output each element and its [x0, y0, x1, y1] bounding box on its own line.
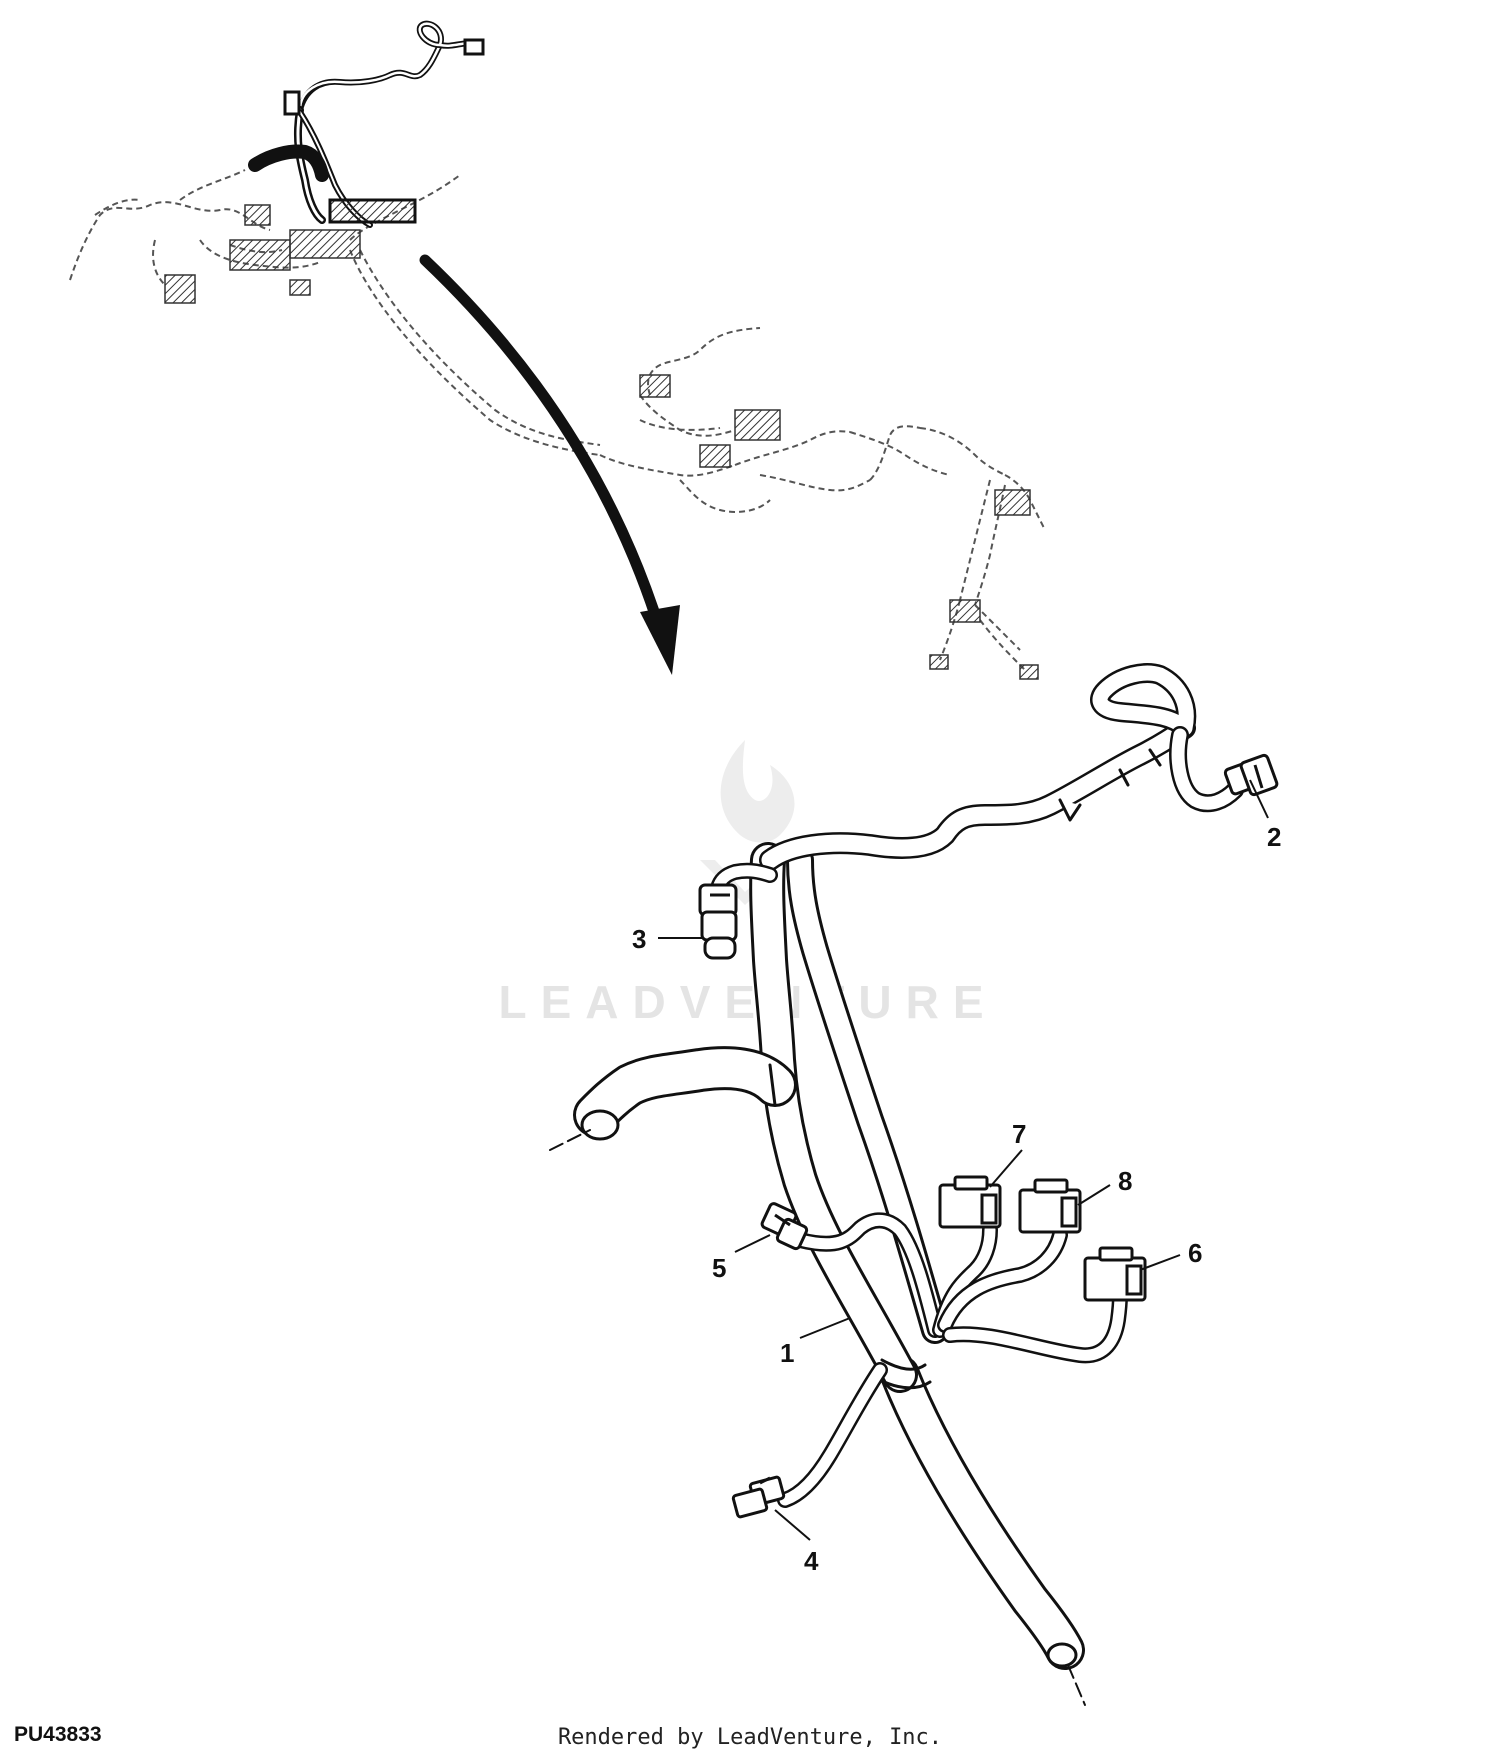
- connector-7: [938, 1175, 1002, 1229]
- callout-7: 7: [1012, 1119, 1026, 1149]
- callout-4: 4: [804, 1546, 819, 1576]
- callout-5: 5: [712, 1253, 726, 1283]
- watermark-flame-icon: [720, 740, 795, 843]
- watermark: LEADVENTURE: [498, 740, 997, 1028]
- callout-6: 6: [1188, 1238, 1202, 1268]
- connector-3: [698, 883, 738, 960]
- figure-id: PU43833: [14, 1723, 102, 1746]
- zoom-arrow: [419, 254, 680, 675]
- callout-2: 2: [1267, 822, 1281, 852]
- main-harness: [549, 663, 1244, 1706]
- callout-labels: 1 2 3 4 5 6 7 8: [632, 822, 1281, 1576]
- credit-line: Rendered by LeadVenture, Inc.: [557, 1725, 943, 1750]
- overview-hatched-clusters: [164, 204, 1039, 680]
- connector-4: [731, 1475, 786, 1519]
- leader-lines: [658, 779, 1269, 1541]
- callout-8: 8: [1118, 1166, 1132, 1196]
- connector-2: [1223, 753, 1279, 797]
- watermark-text: LEADVENTURE: [498, 976, 997, 1028]
- callout-3: 3: [632, 924, 646, 954]
- connector-6: [1083, 1246, 1147, 1302]
- callout-1: 1: [780, 1338, 794, 1368]
- overview-highlight: [248, 20, 485, 228]
- connector-5: [760, 1202, 809, 1251]
- connector-8: [1018, 1178, 1082, 1234]
